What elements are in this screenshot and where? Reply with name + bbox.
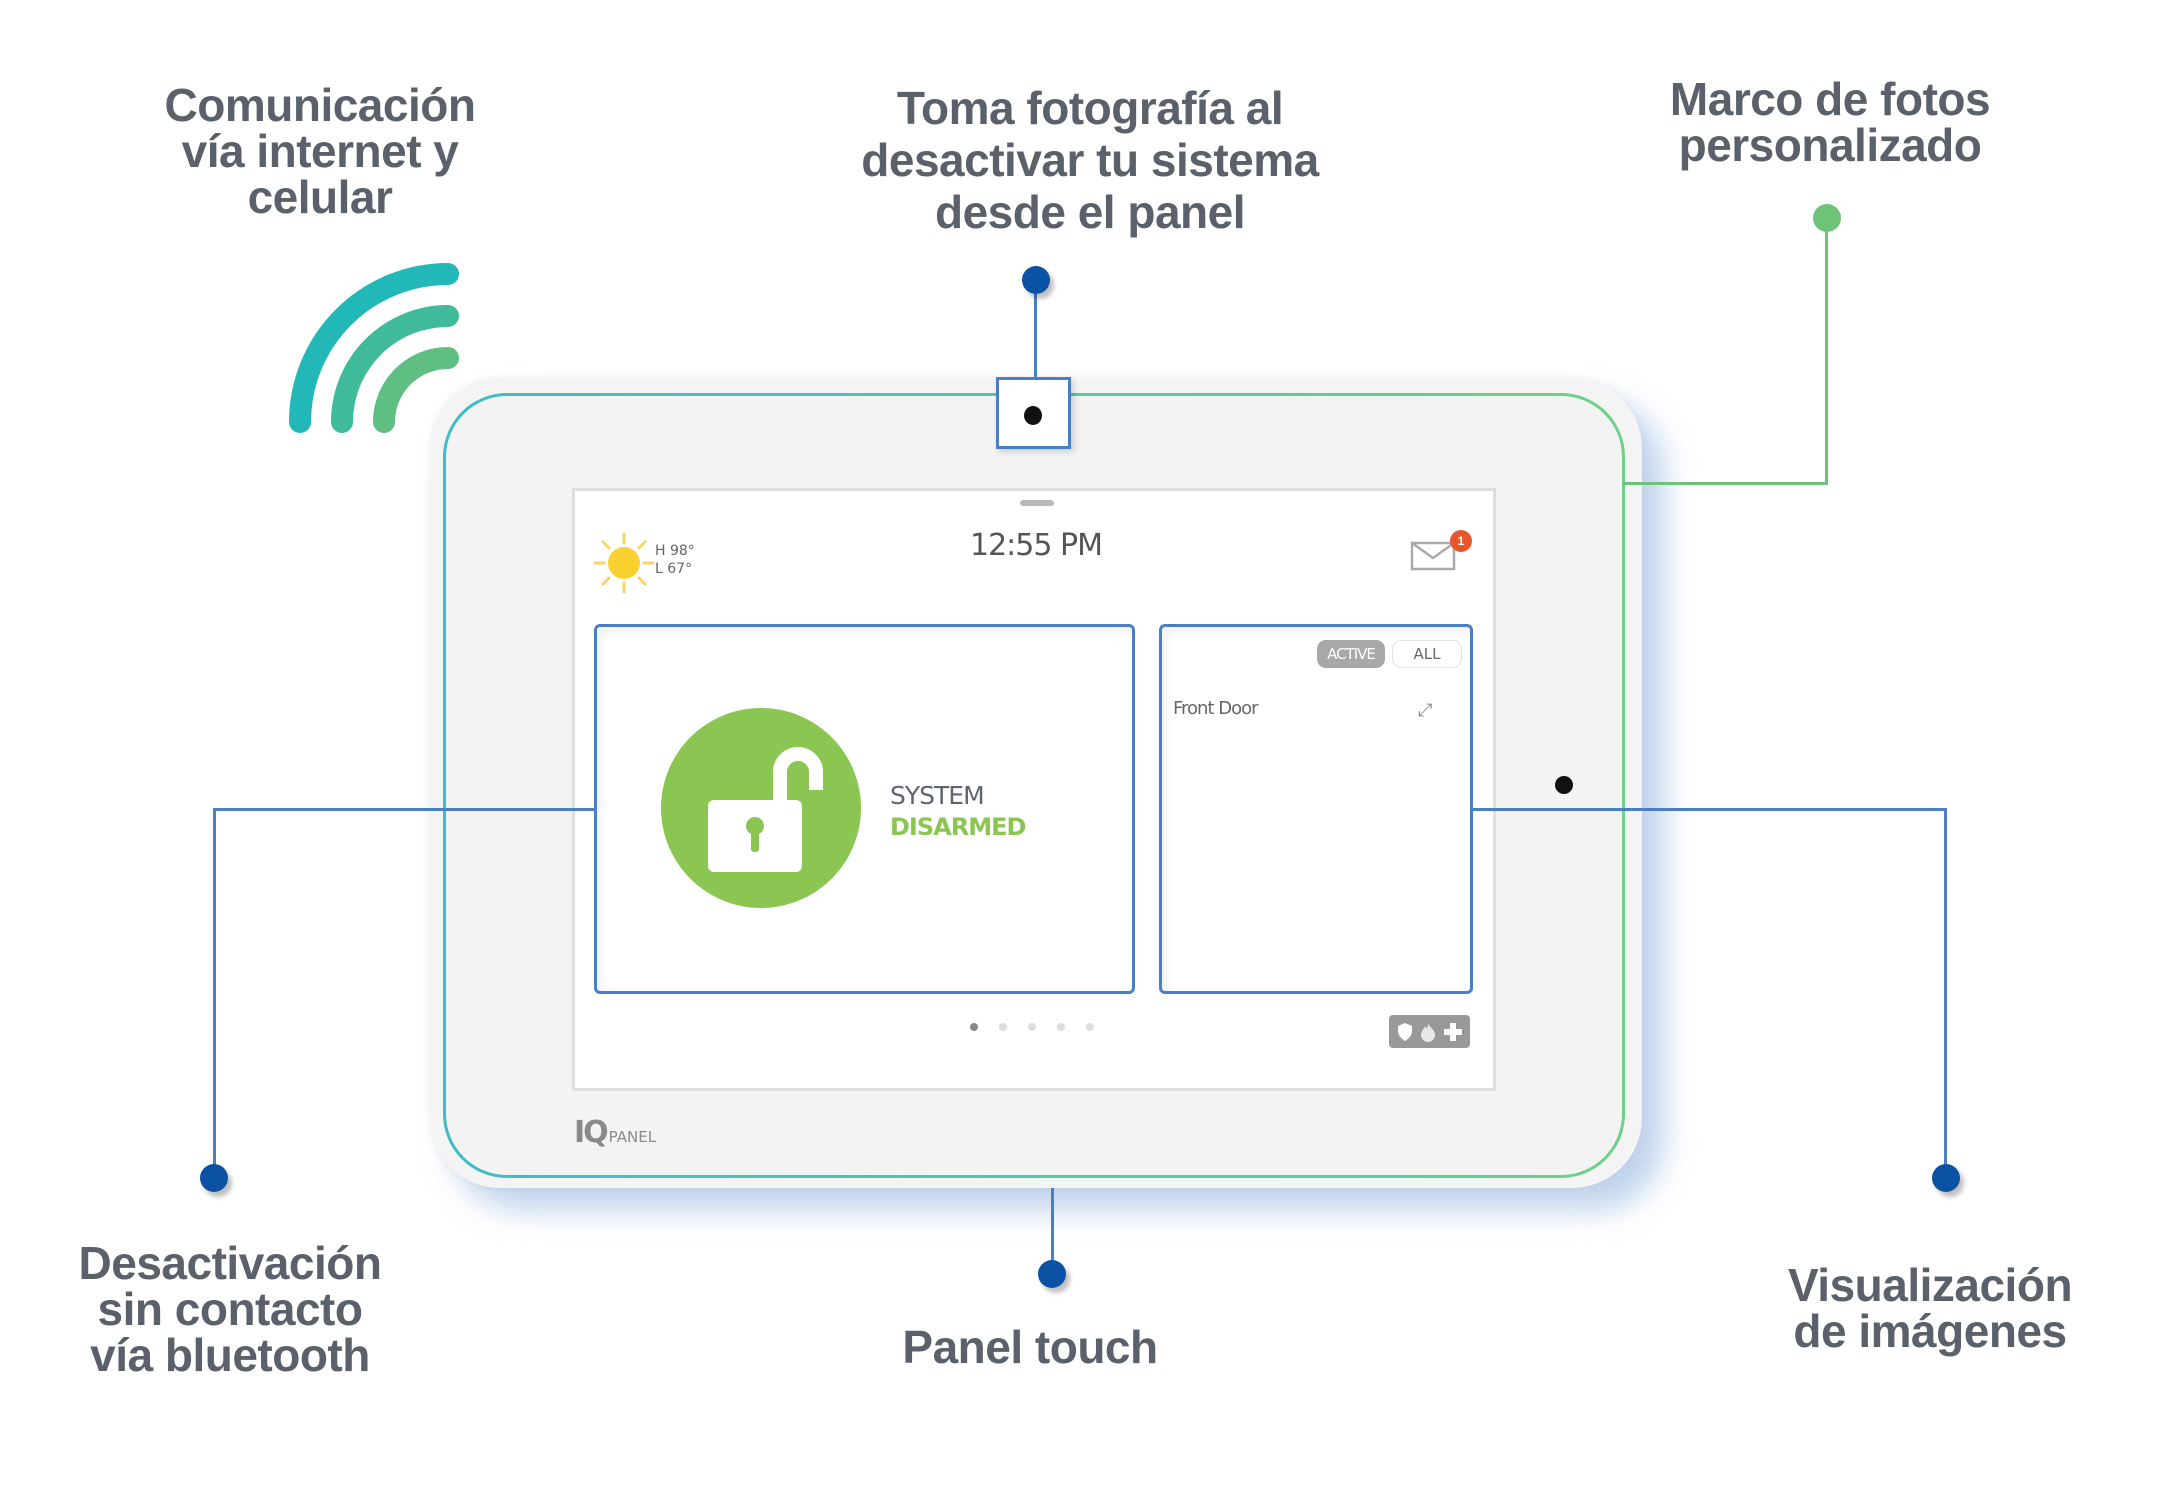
camera-highlight <box>996 377 1071 449</box>
callout-image-view: Visualización de imágenes <box>1740 1262 2120 1354</box>
callout-line: celular <box>247 171 393 223</box>
callout-line: Toma fotografía al <box>896 82 1284 134</box>
fire-icon[interactable] <box>1420 1022 1436 1042</box>
clock: 12:55 PM <box>970 528 1103 563</box>
page-indicator <box>970 1023 1094 1031</box>
page-dot[interactable] <box>1086 1023 1094 1031</box>
callout-line: Visualización <box>1787 1259 2073 1311</box>
message-badge: 1 <box>1450 530 1472 552</box>
camera-lens <box>1024 406 1042 425</box>
callout-photo-frame: Marco de fotos personalizado <box>1640 76 2020 168</box>
plus-icon[interactable] <box>1443 1022 1463 1042</box>
proximity-sensor <box>1555 776 1573 794</box>
callout-line: desactivar tu sistema <box>861 134 1319 186</box>
page-dot[interactable] <box>1028 1023 1036 1031</box>
connector-line-frame-v <box>1825 218 1828 484</box>
page-dot[interactable] <box>1057 1023 1065 1031</box>
callout-pin-touch <box>1038 1260 1066 1288</box>
callout-line: personalizado <box>1678 119 1982 171</box>
page-dot[interactable] <box>999 1023 1007 1031</box>
callout-line: sin contacto <box>97 1283 363 1335</box>
callout-photo-on-disarm: Toma fotografía al desactivar tu sistema… <box>810 82 1370 238</box>
emergency-quick-actions[interactable] <box>1389 1015 1470 1048</box>
logo-text: PANEL <box>608 1128 657 1146</box>
connector-line-bluetooth-v <box>213 808 216 1178</box>
filter-all-button[interactable]: ALL <box>1392 640 1462 668</box>
callout-pin-camera <box>1022 266 1050 294</box>
callout-touch-panel: Panel touch <box>860 1324 1200 1370</box>
connector-line-image-v <box>1944 808 1947 1178</box>
logo-mark: IQ <box>574 1115 609 1150</box>
status-label: SYSTEM <box>890 781 985 810</box>
callout-pin-image <box>1932 1164 1960 1192</box>
connector-line-image-h <box>1473 808 1947 811</box>
shield-icon[interactable] <box>1397 1022 1413 1042</box>
unlocked-padlock-icon <box>708 747 823 872</box>
callout-line: vía bluetooth <box>90 1329 370 1381</box>
weather-temps: H 98° L 67° <box>655 542 695 578</box>
callout-line: Panel touch <box>902 1321 1158 1373</box>
mail-icon[interactable] <box>1410 540 1456 572</box>
filter-active-button[interactable]: ACTIVE <box>1317 640 1385 668</box>
connector-line-touch <box>1051 1188 1054 1272</box>
weather-high: H 98° <box>655 543 695 559</box>
sun-icon <box>593 532 655 594</box>
callout-line: Desactivación <box>78 1237 382 1289</box>
door-open-icon: ⤢ <box>1418 700 1433 720</box>
callout-pin-frame <box>1813 204 1841 232</box>
connector-line-frame-h <box>1622 482 1828 485</box>
callout-pin-bluetooth <box>200 1164 228 1192</box>
signal-icon <box>289 263 459 433</box>
callout-communication: Comunicación vía internet y celular <box>130 82 510 220</box>
weather-low: L 67° <box>655 561 693 577</box>
status-value: DISARMED <box>890 813 1026 841</box>
pull-down-handle[interactable] <box>1020 500 1054 506</box>
sensor-item-name[interactable]: Front Door <box>1173 698 1259 719</box>
callout-line: de imágenes <box>1793 1305 2067 1357</box>
callout-line: desde el panel <box>934 186 1246 238</box>
connector-line-camera <box>1034 282 1037 378</box>
callout-line: Comunicación <box>164 79 476 131</box>
callout-line: Marco de fotos <box>1669 73 1991 125</box>
page-dot[interactable] <box>970 1023 978 1031</box>
callout-line: vía internet y <box>181 125 459 177</box>
connector-line-bluetooth-h <box>213 808 594 811</box>
sensor-list-tile <box>1159 624 1473 994</box>
callout-bluetooth-disarm: Desactivación sin contacto vía bluetooth <box>40 1240 420 1378</box>
